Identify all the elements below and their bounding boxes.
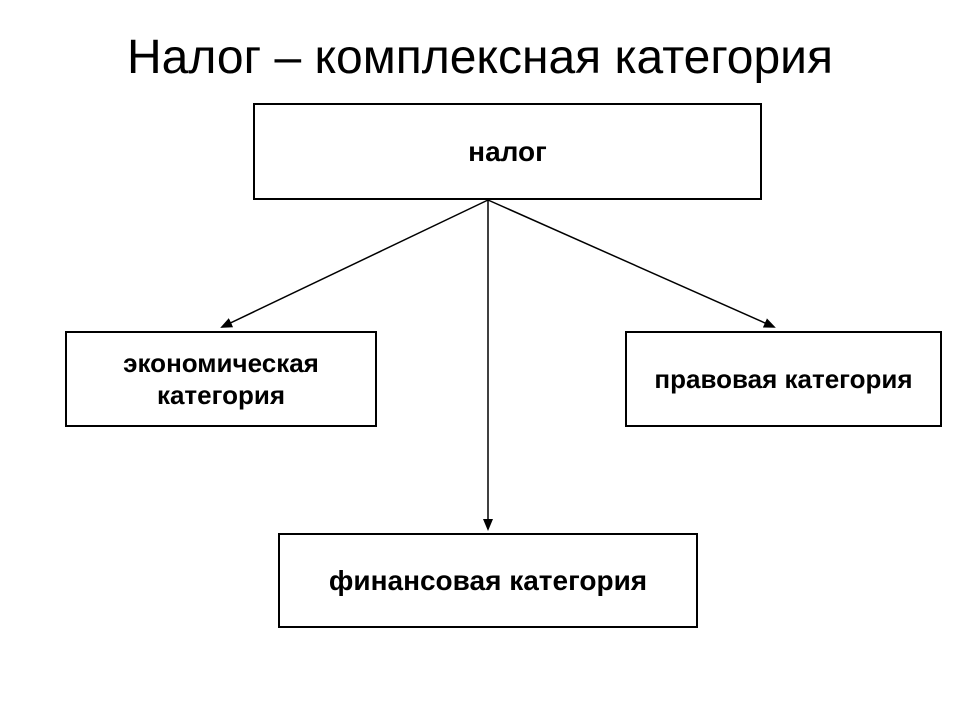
node-label: правовая категория bbox=[654, 363, 913, 394]
node-label: экономическая категория bbox=[123, 347, 319, 411]
diagram-node-financial-category: финансовая категория bbox=[278, 533, 698, 628]
diagram-node-legal-category: правовая категория bbox=[625, 331, 942, 427]
diagram-node-tax: налог bbox=[253, 103, 762, 200]
node-label: финансовая категория bbox=[328, 565, 648, 596]
page-title: Налог – комплексная категория bbox=[127, 31, 833, 84]
diagram-node-economic-category: экономическая категория bbox=[65, 331, 377, 427]
node-label: налог bbox=[468, 136, 547, 167]
edge-tax-economic bbox=[220, 199, 489, 328]
edge-tax-legal bbox=[487, 199, 776, 328]
